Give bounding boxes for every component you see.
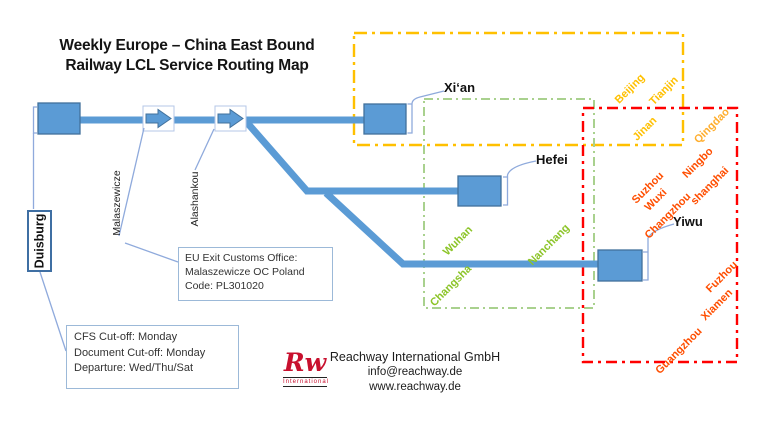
xian-node [363, 103, 407, 135]
yiwu-leader-line [643, 223, 675, 281]
dest-yiwu-label: Yiwu [673, 214, 703, 229]
route-branch-hefei [240, 115, 460, 195]
zone-north-china-box [352, 31, 685, 147]
origin-duisburg-label: Duisburg [32, 213, 47, 269]
dest-xian-label: Xi‘an [444, 80, 476, 95]
company-logo-subtext: International [283, 377, 330, 387]
hefei-node [457, 175, 502, 207]
route-branch-yiwu [323, 190, 600, 268]
xian-leader-line [407, 90, 445, 134]
company-logo-monogram: Rw [283, 348, 327, 377]
page-title: Weekly Europe – China East Bound Railway… [38, 36, 336, 76]
alashankou-arrow-icon [217, 108, 244, 129]
malaszewicze-arrow-icon [145, 108, 172, 129]
transit-malaszewicze-label: Malaszewicze [111, 170, 123, 236]
yiwu-node [597, 249, 643, 282]
company-info: Reachway International GmbH info@reachwa… [322, 349, 508, 394]
hefei-leader-line [503, 160, 537, 206]
customs-note-line-2: Malaszewicze OC Poland [185, 266, 305, 278]
company-logo: Rw International [283, 348, 330, 387]
company-email: info@reachway.de [367, 366, 463, 378]
malaszewicze-leader-line [118, 127, 145, 237]
dest-hefei-label: Hefei [536, 152, 568, 167]
alashankou-leader-line [194, 128, 215, 171]
schedule-note-line-1: CFS Cut-off: Monday [74, 331, 178, 343]
schedule-leader-line [38, 268, 67, 352]
company-name: Reachway International GmbH [329, 350, 501, 364]
title-line-1: Weekly Europe – China East Bound [59, 37, 315, 54]
schedule-note-line-2: Document Cut-off: Monday [74, 346, 206, 359]
schedule-note-box: CFS Cut-off: Monday Document Cut-off: Mo… [66, 325, 239, 389]
duisburg-bracket [32, 106, 37, 134]
customs-note-box: EU Exit Customs Office: Malaszewicze OC … [178, 247, 333, 301]
zone-central-china-box [423, 98, 595, 309]
customs-note-line-3: Code: PL301020 [185, 280, 264, 292]
customs-leader-line [124, 242, 179, 263]
schedule-note-line-3: Departure: Wed/Thu/Sat [74, 362, 194, 374]
customs-note-line-1: EU Exit Customs Office: [185, 252, 298, 264]
zone-east-china-box [581, 106, 739, 364]
origin-duisburg-box: Duisburg [27, 210, 52, 272]
transit-alashankou-label: Alashankou [189, 171, 201, 227]
title-line-2: Railway LCL Service Routing Map [65, 57, 309, 74]
company-website: www.reachway.de [369, 380, 461, 393]
duisburg-node [37, 102, 81, 135]
